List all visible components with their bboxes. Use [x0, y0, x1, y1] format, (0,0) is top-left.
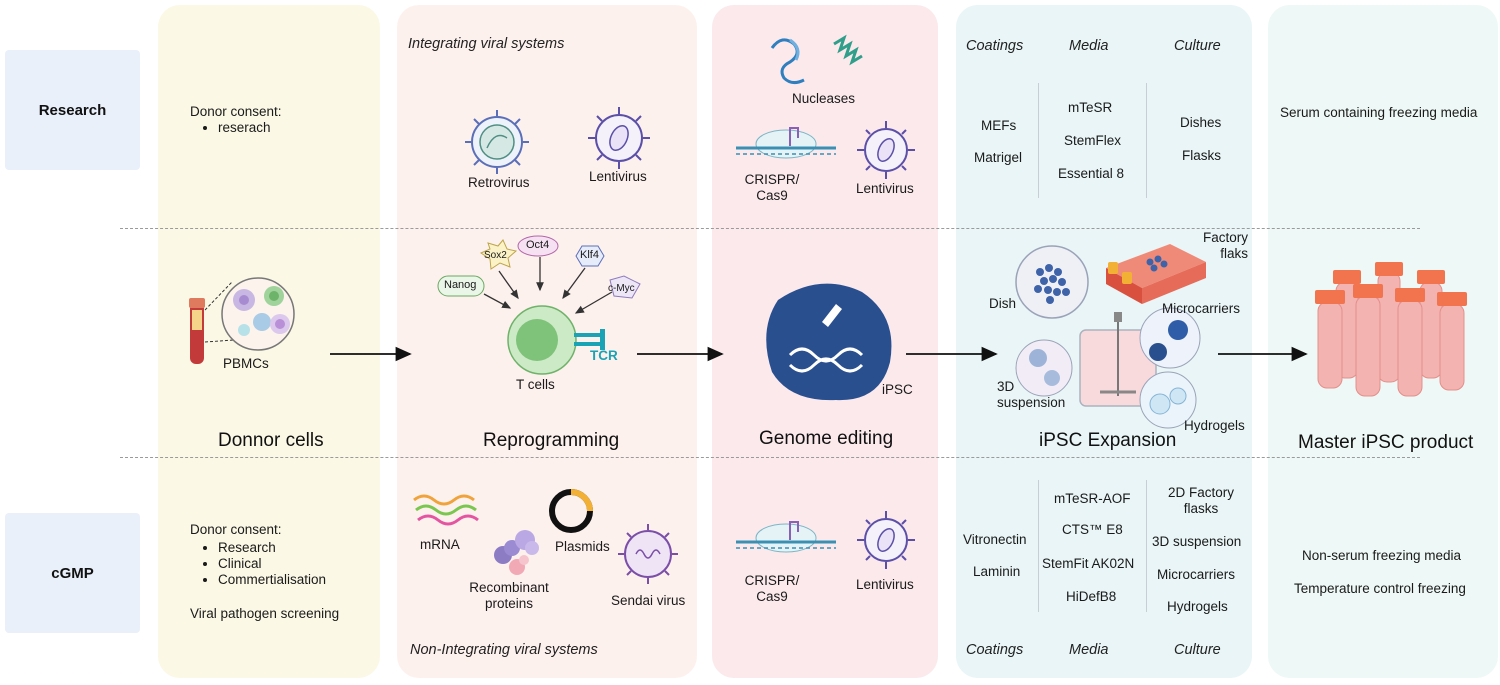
research-culture-item: Dishes [1180, 115, 1222, 130]
non-integrating-viral-heading: Non-Integrating viral systems [410, 642, 598, 658]
donor-cgmp-consent-title: Donor consent: [190, 522, 282, 537]
research-culture-item: Flasks [1182, 148, 1222, 163]
lentivirus-icon-reprogramming [588, 107, 650, 169]
integrating-viral-heading: Integrating viral systems [408, 36, 565, 52]
microcarriers-label: Microcarriers [1162, 301, 1241, 316]
cgmp-media-item: CTS™ E8 [1062, 522, 1123, 537]
mrna-icon [413, 494, 479, 526]
expansion-header-culture-cgmp: Culture [1174, 642, 1221, 658]
ipsc-cell-icon [766, 283, 892, 401]
lentivirus-label-genome: Lentivirus [856, 181, 914, 196]
cgmp-culture-item: Microcarriers [1157, 567, 1236, 582]
cgmp-coating-item: Vitronectin [963, 532, 1027, 547]
cgmp-culture-item: 3D suspension [1152, 534, 1242, 549]
cgmp-media-item: HiDefB8 [1066, 589, 1117, 604]
genome-editing-title: Genome editing [759, 428, 894, 449]
t-cell-icon [507, 305, 605, 375]
expansion-header-media-research: Media [1069, 38, 1109, 54]
separator-bottom [120, 457, 1420, 458]
factory-flasks-icon [1106, 244, 1206, 304]
expansion-header-media-cgmp: Media [1069, 642, 1109, 658]
lentivirus-icon-genome [857, 121, 915, 179]
donor-research-consent-title: Donor consent: [190, 104, 282, 119]
reprogramming-title: Reprogramming [483, 430, 620, 451]
crispr-cas9-icon-cgmp [736, 521, 836, 553]
research-media-item: StemFlex [1064, 133, 1122, 148]
row-label-research: Research [5, 50, 140, 170]
cgmp-culture-item: Hydrogels [1167, 599, 1228, 614]
column-divider [1146, 83, 1147, 198]
dish-icon [1015, 245, 1089, 319]
column-divider [1038, 480, 1039, 612]
consent-item: Research [218, 540, 326, 555]
master-cgmp-item: Non-serum freezing media [1302, 548, 1462, 563]
consent-item: reserach [218, 120, 271, 135]
master-ipsc-product-title: Master iPSC product [1298, 432, 1474, 453]
dish-label: Dish [989, 296, 1017, 311]
crispr-cas9-icon-research [736, 127, 836, 159]
sendai-virus-icon [618, 524, 678, 584]
expansion-header-coatings-cgmp: Coatings [966, 642, 1024, 658]
retrovirus-label: Retrovirus [468, 175, 530, 190]
sendai-virus-label: Sendai virus [611, 593, 686, 608]
nucleases-label: Nucleases [792, 91, 856, 106]
expansion-header-culture-research: Culture [1174, 38, 1221, 54]
t-cells-label: T cells [516, 377, 555, 392]
recombinant-proteins-icon [494, 530, 539, 575]
expansion-header-coatings-research: Coatings [966, 38, 1024, 54]
donor-cgmp-consent-list: Research Clinical Commertialisation [190, 540, 326, 588]
cgmp-media-item: StemFit AK02N [1042, 556, 1135, 571]
lentivirus-icon-cgmp [857, 511, 915, 569]
factor-klf4: Klf4 [580, 249, 599, 261]
ipsc-expansion-title: iPSC Expansion [1039, 430, 1177, 451]
master-cgmp-item: Temperature control freezing [1294, 581, 1466, 596]
crispr-cas9-label-cgmp: CRISPR/ Cas9 [744, 573, 800, 604]
ipsc-label: iPSC [882, 382, 913, 397]
microcarriers-icon [1139, 307, 1201, 369]
row-label-cgmp: cGMP [5, 513, 140, 633]
suspension-3d-icon [1015, 339, 1073, 397]
plasmids-label: Plasmids [555, 539, 610, 554]
column-divider [1146, 480, 1147, 612]
factor-arrows [483, 257, 613, 314]
recombinant-proteins-label: Recombinant proteins [469, 580, 549, 611]
separator-top [120, 228, 1420, 229]
master-tubes-icon [1315, 262, 1467, 397]
cgmp-culture-item: 2D Factory flasks [1167, 485, 1235, 516]
donor-research-consent-list: reserach [190, 120, 271, 136]
retrovirus-icon [465, 110, 529, 174]
factor-cmyc: c-Myc [608, 283, 635, 294]
research-coating-item: MEFs [981, 118, 1017, 133]
master-research-item: Serum containing freezing media [1280, 105, 1478, 120]
factor-sox2: Sox2 [484, 250, 507, 261]
tcr-label: TCR [590, 348, 618, 363]
column-divider [1038, 83, 1039, 198]
hydrogels-label: Hydrogels [1184, 418, 1245, 433]
donor-viral-screening: Viral pathogen screening [190, 606, 340, 621]
plasmid-icon [549, 489, 593, 533]
donor-cells-title: Donnor cells [218, 430, 324, 451]
nucleases-icon [770, 34, 863, 85]
hydrogels-icon [1139, 371, 1197, 429]
pbmc-label: PBMCs [223, 356, 269, 371]
research-media-item: mTeSR [1068, 100, 1113, 115]
lentivirus-label-reprogramming: Lentivirus [589, 169, 647, 184]
reprogramming-factors [437, 235, 641, 299]
factor-nanog: Nanog [444, 279, 477, 291]
cgmp-media-item: mTeSR-AOF [1054, 491, 1131, 506]
mrna-label: mRNA [420, 537, 460, 552]
factor-oct4: Oct4 [526, 239, 550, 251]
research-coating-item: Matrigel [974, 150, 1023, 165]
research-media-item: Essential 8 [1058, 166, 1125, 181]
crispr-cas9-label-research: CRISPR/ Cas9 [744, 172, 800, 203]
pbmc-tube-icon [189, 277, 295, 364]
consent-item: Commertialisation [218, 572, 326, 587]
cgmp-coating-item: Laminin [973, 564, 1021, 579]
suspension-3d-label: 3D suspension [997, 379, 1066, 410]
bioreactor-icon [1079, 312, 1157, 407]
consent-item: Clinical [218, 556, 326, 571]
lentivirus-label-cgmp: Lentivirus [856, 577, 914, 592]
factory-flasks-label: Factory flaks [1202, 230, 1248, 261]
